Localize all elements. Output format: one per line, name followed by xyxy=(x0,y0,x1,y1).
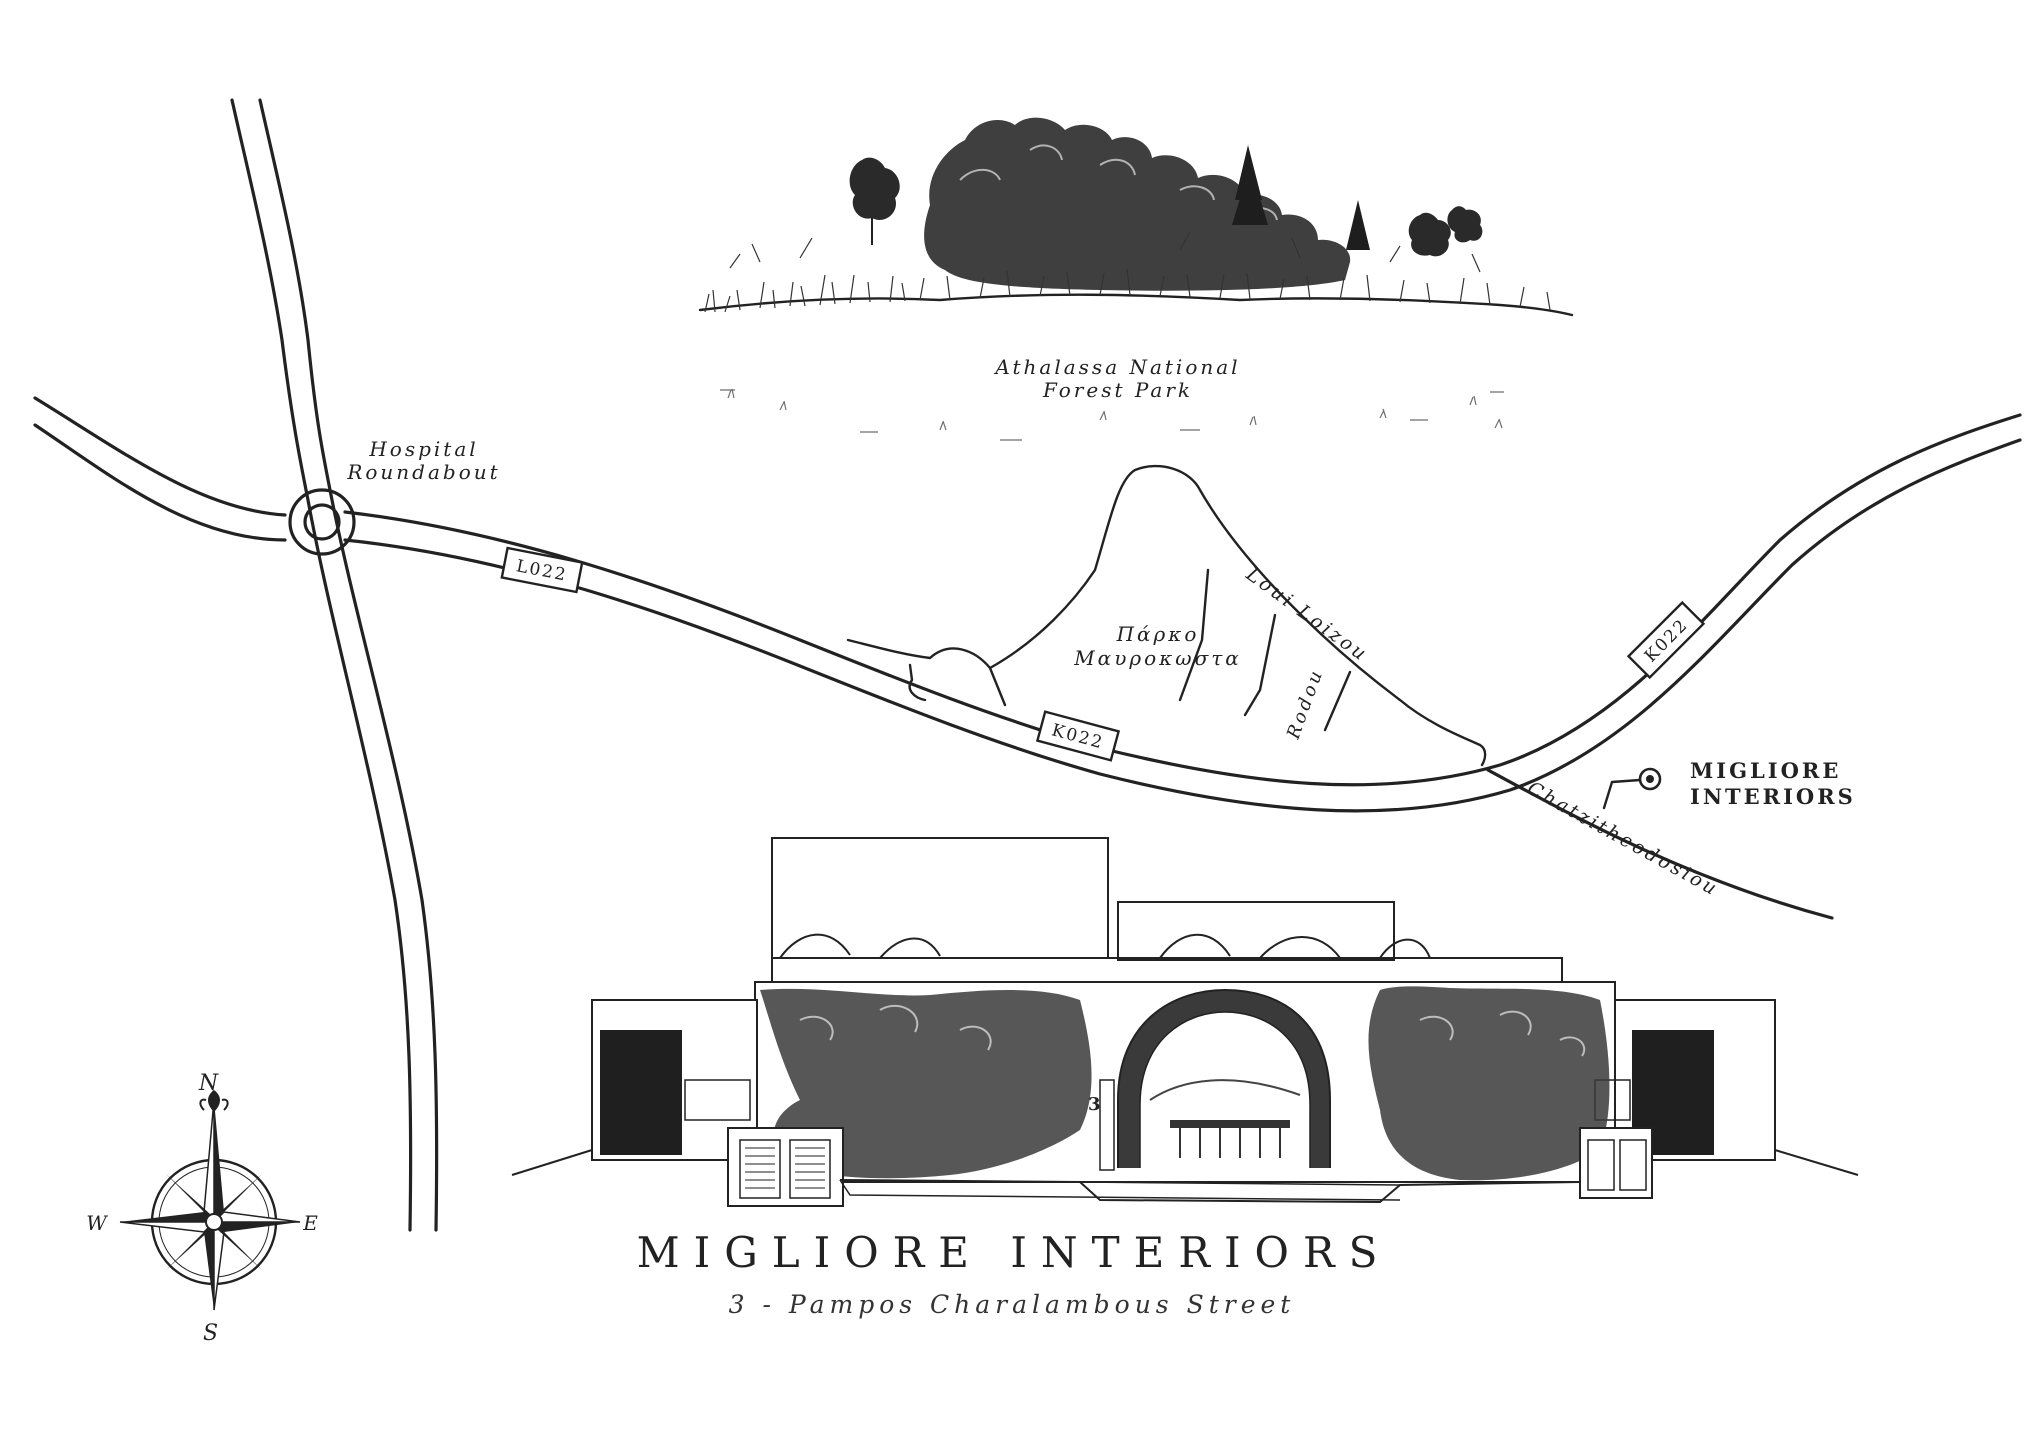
destination-label-line2: INTERIORS xyxy=(1690,784,1856,809)
destination-label-line1: MIGLIORE xyxy=(1690,758,1841,783)
road-shield-k022-center: K022 xyxy=(1035,710,1121,762)
road-chatzitheodosiou xyxy=(1486,768,1834,920)
compass-south-label: S xyxy=(203,1321,221,1346)
forest-illustration: Athalassa National Forest Park xyxy=(698,117,1574,441)
street-label-loui-loizou: Loui Loizou xyxy=(1241,563,1372,667)
road-network xyxy=(33,98,2022,1232)
local-park-label-line1: Πάρκο xyxy=(1116,622,1200,646)
street-label-rodou: Rodou xyxy=(1283,666,1328,743)
building-number: 3 xyxy=(1088,1094,1101,1115)
roundabout-label-line2: Roundabout xyxy=(346,460,500,484)
footer-title: MIGLIORE INTERIORS xyxy=(636,1228,1392,1277)
building-illustration: 3 xyxy=(511,837,1859,1207)
park-label-line2: Forest Park xyxy=(1042,378,1193,402)
road-shield-l022: L022 xyxy=(500,546,584,594)
footer-address: 3 - Pampos Charalambous Street xyxy=(728,1290,1296,1319)
park-label-line1: Athalassa National xyxy=(993,355,1240,379)
local-park-label-line2: Μαυροκωστα xyxy=(1073,646,1242,670)
destination-marker xyxy=(1602,767,1662,810)
compass-east-label: E xyxy=(302,1211,321,1235)
compass-rose xyxy=(119,1090,301,1311)
roundabout-label-line1: Hospital xyxy=(368,437,478,461)
compass-west-label: W xyxy=(86,1211,110,1235)
local-park-area xyxy=(846,464,1487,767)
compass-north-label: N xyxy=(198,1071,221,1096)
